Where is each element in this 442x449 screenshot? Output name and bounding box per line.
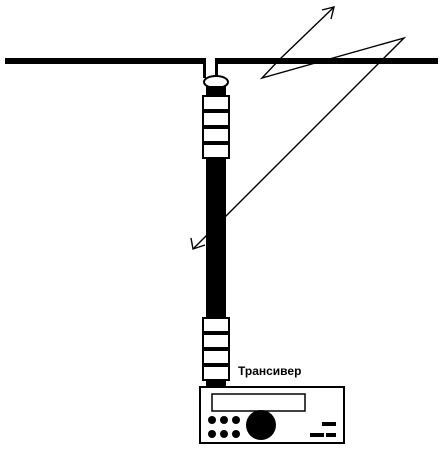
control-slot	[310, 433, 324, 437]
dipole-antenna-icon	[5, 58, 438, 89]
ferrite-bead-lower	[202, 317, 230, 381]
ferrite-bead-icon	[202, 143, 230, 159]
keypad-button	[208, 430, 216, 438]
control-slot	[322, 422, 336, 426]
zigzag-arrow-icon	[190, 6, 407, 250]
ferrite-bead-icon	[202, 349, 230, 365]
ferrite-bead-icon	[202, 127, 230, 143]
keypad-button	[232, 416, 240, 424]
ferrite-bead-upper	[202, 95, 230, 159]
transceiver-icon	[199, 386, 345, 444]
dipole-right-arm	[218, 58, 438, 64]
ferrite-bead-icon	[202, 365, 230, 381]
control-slot	[326, 433, 336, 437]
keypad-button	[220, 430, 228, 438]
ferrite-bead-icon	[202, 95, 230, 111]
keypad-button	[232, 430, 240, 438]
feed-point-right	[215, 58, 218, 78]
ferrite-bead-icon	[202, 111, 230, 127]
wave-arrowhead-bottom	[190, 237, 206, 250]
wave-arrowhead-top	[321, 6, 335, 20]
transceiver-label: Трансивер	[238, 364, 302, 378]
keypad-button	[208, 416, 216, 424]
coax-cable-icon	[206, 86, 226, 390]
keypad-button	[220, 416, 228, 424]
ferrite-bead-icon	[202, 333, 230, 349]
feed-point-left	[203, 58, 206, 78]
ferrite-bead-icon	[202, 317, 230, 333]
transceiver-display	[211, 393, 306, 412]
coax-cable-body	[206, 86, 226, 390]
tuning-knob	[246, 410, 276, 440]
wave-path	[193, 7, 407, 249]
dipole-left-arm	[5, 58, 205, 64]
